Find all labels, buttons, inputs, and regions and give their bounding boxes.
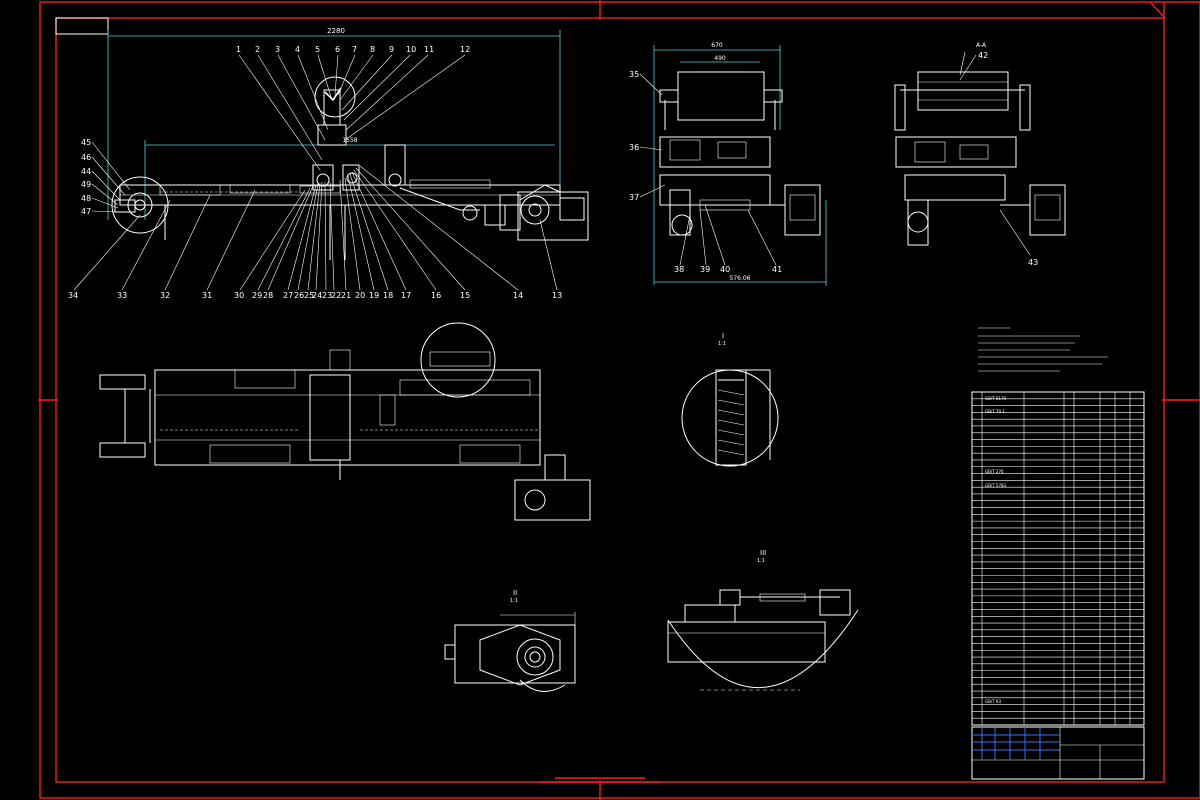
balloon-label: 40 (720, 265, 730, 274)
detail-view-2: II 1:1 (444, 589, 576, 692)
balloon-label: 5 (315, 45, 320, 54)
table-std-code: GB/T 5783 (985, 483, 1007, 488)
balloon-label: 29 (252, 291, 262, 300)
detail-label: I (722, 332, 724, 340)
detail-label: II (513, 589, 517, 597)
balloon-label: 4 (295, 45, 300, 54)
detail-scale: 1:1 (718, 341, 726, 347)
table-std-code: GB/T 70.1 (985, 409, 1005, 414)
detail-view-3: III 1:1 (667, 549, 859, 691)
table-std-code: GB/T 93 (985, 699, 1001, 704)
balloon-label: 43 (1028, 258, 1038, 267)
balloon-label: 19 (369, 291, 379, 300)
balloon-label: 17 (401, 291, 411, 300)
balloon-label: 27 (283, 291, 293, 300)
balloon-label: 47 (81, 207, 91, 216)
detail-scale: 1:1 (510, 598, 518, 604)
section-view: A-A 42 43 (894, 42, 1066, 267)
balloon-label: 9 (389, 45, 394, 54)
balloon-label: 46 (81, 153, 91, 162)
balloon-label: 20 (355, 291, 365, 300)
table-std-code: GB/T 6170 (985, 396, 1007, 401)
detail-view-1: I 1:1 (681, 332, 779, 467)
technical-notes (978, 327, 1108, 372)
balloon-label: 30 (234, 291, 244, 300)
main-assembly-view: 2280 1558 (68, 27, 589, 300)
balloon-label: 13 (552, 291, 562, 300)
balloon-label: 48 (81, 194, 91, 203)
balloon-label: 8 (370, 45, 375, 54)
balloon-label: 34 (68, 291, 78, 300)
balloon-label: 18 (383, 291, 393, 300)
side-dimension-bottom: 576.06 (730, 275, 751, 282)
overall-dimension: 2280 (327, 27, 345, 35)
balloon-label: 37 (629, 193, 639, 202)
balloon-label: 42 (978, 51, 988, 60)
balloon-label: 44 (81, 167, 91, 176)
balloon-label: 11 (424, 45, 434, 54)
side-dimension-inner: 490 (714, 55, 726, 62)
balloon-label: 6 (335, 45, 340, 54)
balloon-label: 39 (700, 265, 710, 274)
balloon-label: 23 (322, 291, 332, 300)
balloon-label: 22 (331, 291, 341, 300)
balloon-label: 33 (117, 291, 127, 300)
balloon-label: 7 (352, 45, 357, 54)
plan-view (99, 322, 591, 521)
detail-scale: 1:1 (757, 558, 765, 564)
balloon-label: 24 (312, 291, 322, 300)
balloon-label: 21 (341, 291, 351, 300)
balloon-label: 2 (255, 45, 260, 54)
detail-label: III (760, 549, 766, 557)
balloon-label: 1 (236, 45, 241, 54)
balloon-label: 31 (202, 291, 212, 300)
table-std-code: GB/T 276 (985, 469, 1004, 474)
balloon-label: 12 (460, 45, 470, 54)
drawing-frame (38, 0, 1200, 800)
balloon-label: 36 (629, 143, 639, 152)
title-block (971, 726, 1145, 780)
balloon-label: 38 (674, 265, 684, 274)
balloon-label: 32 (160, 291, 170, 300)
balloon-label: 3 (275, 45, 280, 54)
balloon-label: 14 (513, 291, 523, 300)
balloon-label: 26 (294, 291, 304, 300)
balloon-label: 10 (406, 45, 416, 54)
section-label: A-A (976, 42, 987, 49)
balloon-label: 49 (81, 180, 91, 189)
balloon-label: 35 (629, 70, 639, 79)
inner-dimension: 1558 (342, 137, 357, 144)
balloon-label: 25 (304, 291, 314, 300)
side-view: 670 490 576.06 35 36 (629, 42, 827, 286)
balloon-label: 16 (431, 291, 441, 300)
balloon-label: 41 (772, 265, 782, 274)
parts-table: GB/T 6170 GB/T 70.1 GB/T 276 GB/T 5783 G… (971, 391, 1145, 726)
side-dimension-top: 670 (711, 42, 723, 49)
balloon-label: 45 (81, 138, 91, 147)
balloon-label: 28 (263, 291, 273, 300)
balloon-label: 15 (460, 291, 470, 300)
